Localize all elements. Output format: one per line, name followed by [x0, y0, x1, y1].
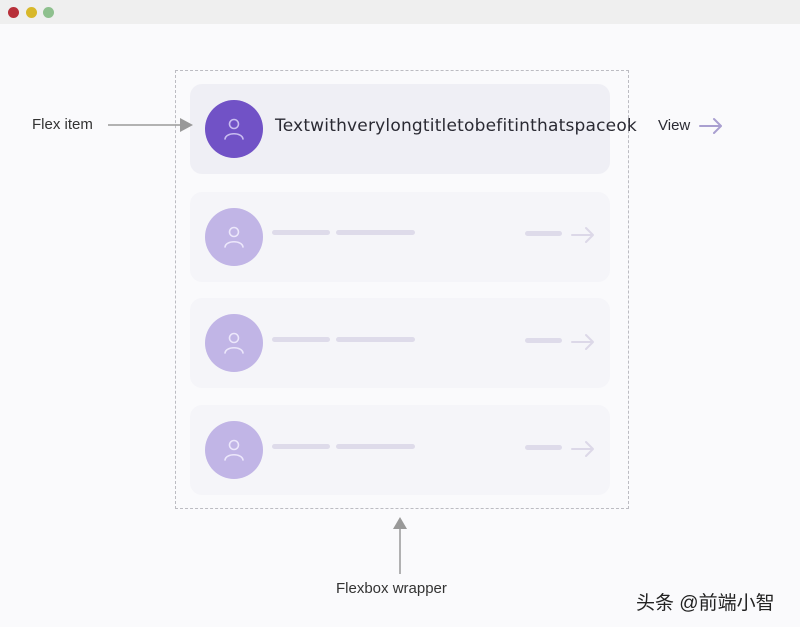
- window-titlebar: [0, 0, 800, 24]
- user-icon: [224, 226, 244, 248]
- arrow-right-icon[interactable]: [698, 116, 724, 136]
- flex-item-placeholder: [190, 405, 610, 495]
- placeholder-bar: [336, 230, 415, 235]
- flex-item-active[interactable]: Textwithverylongtitletobefitinthatspaceo…: [190, 84, 637, 174]
- placeholder-bar: [272, 444, 330, 449]
- placeholder-bar: [525, 445, 562, 450]
- flex-item-label: Flex item: [32, 116, 93, 133]
- flexbox-wrapper: [175, 70, 629, 509]
- item-title: Textwithverylongtitletobefitinthatspaceo…: [275, 116, 637, 136]
- placeholder-bar: [272, 337, 330, 342]
- close-window-button[interactable]: [8, 7, 19, 18]
- annotation-arrow-right-icon: [108, 118, 193, 132]
- user-icon: [224, 118, 244, 140]
- placeholder-bar: [336, 444, 415, 449]
- avatar: [205, 208, 263, 266]
- arrow-right-icon: [571, 334, 594, 350]
- view-link[interactable]: View: [658, 117, 691, 134]
- watermark: 头条 @前端小智: [636, 593, 775, 614]
- placeholder-bar: [272, 230, 330, 235]
- minimize-window-button[interactable]: [26, 7, 37, 18]
- user-icon: [224, 439, 244, 461]
- avatar: [205, 100, 263, 158]
- user-icon: [224, 332, 244, 354]
- placeholder-bar: [525, 231, 562, 236]
- arrow-right-icon: [571, 227, 594, 243]
- avatar: [205, 314, 263, 372]
- flex-item-placeholder: [190, 192, 610, 282]
- annotation-arrow-up-icon: [393, 517, 407, 574]
- flexbox-wrapper-label: Flexbox wrapper: [336, 580, 447, 597]
- placeholder-bar: [336, 337, 415, 342]
- placeholder-bar: [525, 338, 562, 343]
- maximize-window-button[interactable]: [43, 7, 54, 18]
- arrow-right-icon: [571, 441, 594, 457]
- avatar: [205, 421, 263, 479]
- flex-item-placeholder: [190, 298, 610, 388]
